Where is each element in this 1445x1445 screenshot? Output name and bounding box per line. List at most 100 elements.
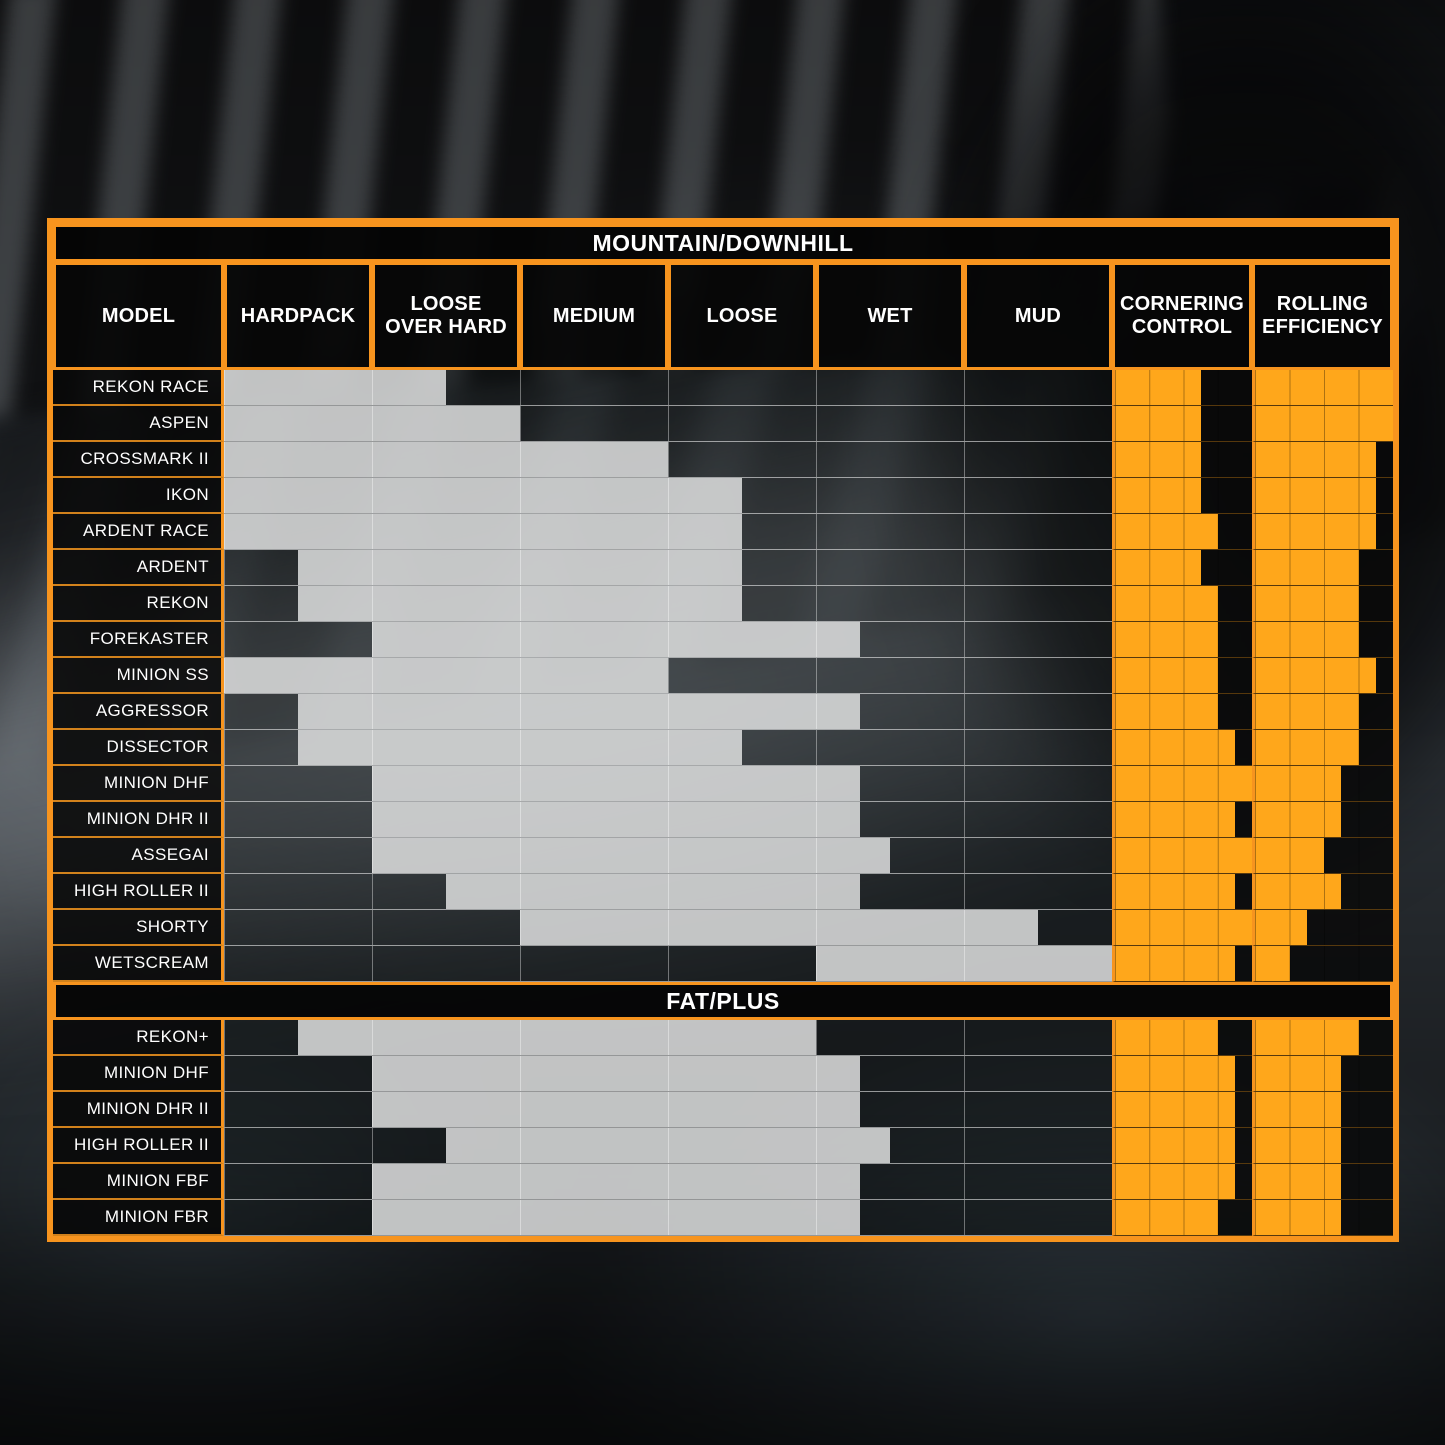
- terrain-track: [224, 658, 1112, 694]
- cornering-control-bar: [1112, 370, 1252, 406]
- terrain-track: [224, 766, 1112, 802]
- terrain-track: [224, 406, 1112, 442]
- rolling-efficiency-bar: [1252, 442, 1393, 478]
- cornering-control-bar-fill: [1115, 910, 1252, 945]
- table-row: MINION DHR II: [53, 1092, 1393, 1128]
- terrain-track: [224, 1056, 1112, 1092]
- rolling-efficiency-bar-fill: [1255, 910, 1307, 945]
- cornering-control-bar: [1112, 694, 1252, 730]
- cornering-control-bar: [1112, 1020, 1252, 1056]
- column-header-model: MODEL: [53, 262, 224, 370]
- rolling-efficiency-bar-fill: [1255, 1164, 1342, 1199]
- cornering-control-bar: [1112, 622, 1252, 658]
- cornering-control-bar: [1112, 910, 1252, 946]
- table-row: MINION DHF: [53, 1056, 1393, 1092]
- section-title-fat-plus: FAT/PLUS: [53, 982, 1393, 1020]
- model-label: MINION SS: [53, 658, 224, 694]
- table-row: SHORTY: [53, 910, 1393, 946]
- column-header-mud: MUD: [964, 262, 1112, 370]
- rolling-efficiency-bar-fill: [1255, 838, 1324, 873]
- model-label: MINION DHF: [53, 1056, 224, 1092]
- terrain-track: [224, 910, 1112, 946]
- terrain-range-bar: [371, 802, 861, 837]
- table-row: DISSECTOR: [53, 730, 1393, 766]
- table-row: MINION SS: [53, 658, 1393, 694]
- cornering-control-bar-fill: [1115, 1200, 1218, 1235]
- cornering-control-bar-fill: [1115, 946, 1235, 981]
- terrain-range-bar: [446, 1128, 890, 1163]
- rolling-efficiency-bar-fill: [1255, 478, 1376, 513]
- rolling-efficiency-bar-fill: [1255, 946, 1290, 981]
- terrain-range-bar: [297, 730, 742, 765]
- model-label: ASPEN: [53, 406, 224, 442]
- table-row: REKON RACE: [53, 370, 1393, 406]
- cornering-control-bar: [1112, 946, 1252, 982]
- terrain-track: [224, 1200, 1112, 1236]
- rolling-efficiency-bar-fill: [1255, 658, 1376, 693]
- table-row: WETSCREAM: [53, 946, 1393, 982]
- rolling-efficiency-bar-fill: [1255, 802, 1342, 837]
- terrain-track: [224, 874, 1112, 910]
- cornering-control-bar-fill: [1115, 406, 1201, 441]
- rolling-efficiency-bar-fill: [1255, 514, 1376, 549]
- table-row: HIGH ROLLER II: [53, 874, 1393, 910]
- cornering-control-bar-fill: [1115, 694, 1218, 729]
- rolling-efficiency-bar: [1252, 370, 1393, 406]
- cornering-control-bar: [1112, 802, 1252, 838]
- rolling-efficiency-bar: [1252, 658, 1393, 694]
- model-label: SHORTY: [53, 910, 224, 946]
- cornering-control-bar-fill: [1115, 550, 1201, 585]
- rolling-efficiency-bar: [1252, 1164, 1393, 1200]
- terrain-track: [224, 478, 1112, 514]
- cornering-control-bar-fill: [1115, 370, 1201, 405]
- rolling-efficiency-bar: [1252, 946, 1393, 982]
- table-row: ASSEGAI: [53, 838, 1393, 874]
- table-row: CROSSMARK II: [53, 442, 1393, 478]
- cornering-control-bar-fill: [1115, 478, 1201, 513]
- cornering-control-bar-fill: [1115, 586, 1218, 621]
- column-header-row: MODEL HARDPACK LOOSE OVER HARD MEDIUM LO…: [53, 262, 1393, 370]
- rolling-efficiency-bar: [1252, 874, 1393, 910]
- rolling-efficiency-bar: [1252, 514, 1393, 550]
- terrain-range-bar: [224, 658, 668, 693]
- terrain-range-bar: [297, 1020, 816, 1055]
- table-row: MINION FBF: [53, 1164, 1393, 1200]
- cornering-control-bar-fill: [1115, 1092, 1235, 1127]
- cornering-control-bar: [1112, 514, 1252, 550]
- table-row: MINION DHR II: [53, 802, 1393, 838]
- cornering-control-bar-fill: [1115, 1164, 1235, 1199]
- column-header-loose: LOOSE: [668, 262, 816, 370]
- column-header-hardpack: HARDPACK: [224, 262, 372, 370]
- table-row: FOREKASTER: [53, 622, 1393, 658]
- model-label: AGGRESSOR: [53, 694, 224, 730]
- terrain-range-bar: [224, 478, 742, 513]
- rolling-efficiency-bar-fill: [1255, 550, 1359, 585]
- rolling-efficiency-bar: [1252, 622, 1393, 658]
- terrain-track: [224, 1092, 1112, 1128]
- table-row: HIGH ROLLER II: [53, 1128, 1393, 1164]
- cornering-control-bar: [1112, 1056, 1252, 1092]
- rolling-efficiency-bar-fill: [1255, 766, 1342, 801]
- rolling-efficiency-bar: [1252, 766, 1393, 802]
- terrain-track: [224, 946, 1112, 982]
- terrain-range-bar: [519, 910, 1038, 945]
- model-label: REKON RACE: [53, 370, 224, 406]
- column-header-medium: MEDIUM: [520, 262, 668, 370]
- terrain-track: [224, 1164, 1112, 1200]
- cornering-control-bar: [1112, 586, 1252, 622]
- terrain-track: [224, 838, 1112, 874]
- table-row: AGGRESSOR: [53, 694, 1393, 730]
- terrain-range-bar: [371, 838, 890, 873]
- terrain-track: [224, 514, 1112, 550]
- terrain-range-bar: [371, 1092, 861, 1127]
- rolling-efficiency-bar-fill: [1255, 586, 1359, 621]
- terrain-range-bar: [371, 1200, 861, 1235]
- model-label: MINION DHR II: [53, 802, 224, 838]
- terrain-track: [224, 586, 1112, 622]
- column-header-loose-over-hard: LOOSE OVER HARD: [372, 262, 520, 370]
- rolling-efficiency-bar: [1252, 694, 1393, 730]
- cornering-control-bar-fill: [1115, 802, 1235, 837]
- table-row: REKON+: [53, 1020, 1393, 1056]
